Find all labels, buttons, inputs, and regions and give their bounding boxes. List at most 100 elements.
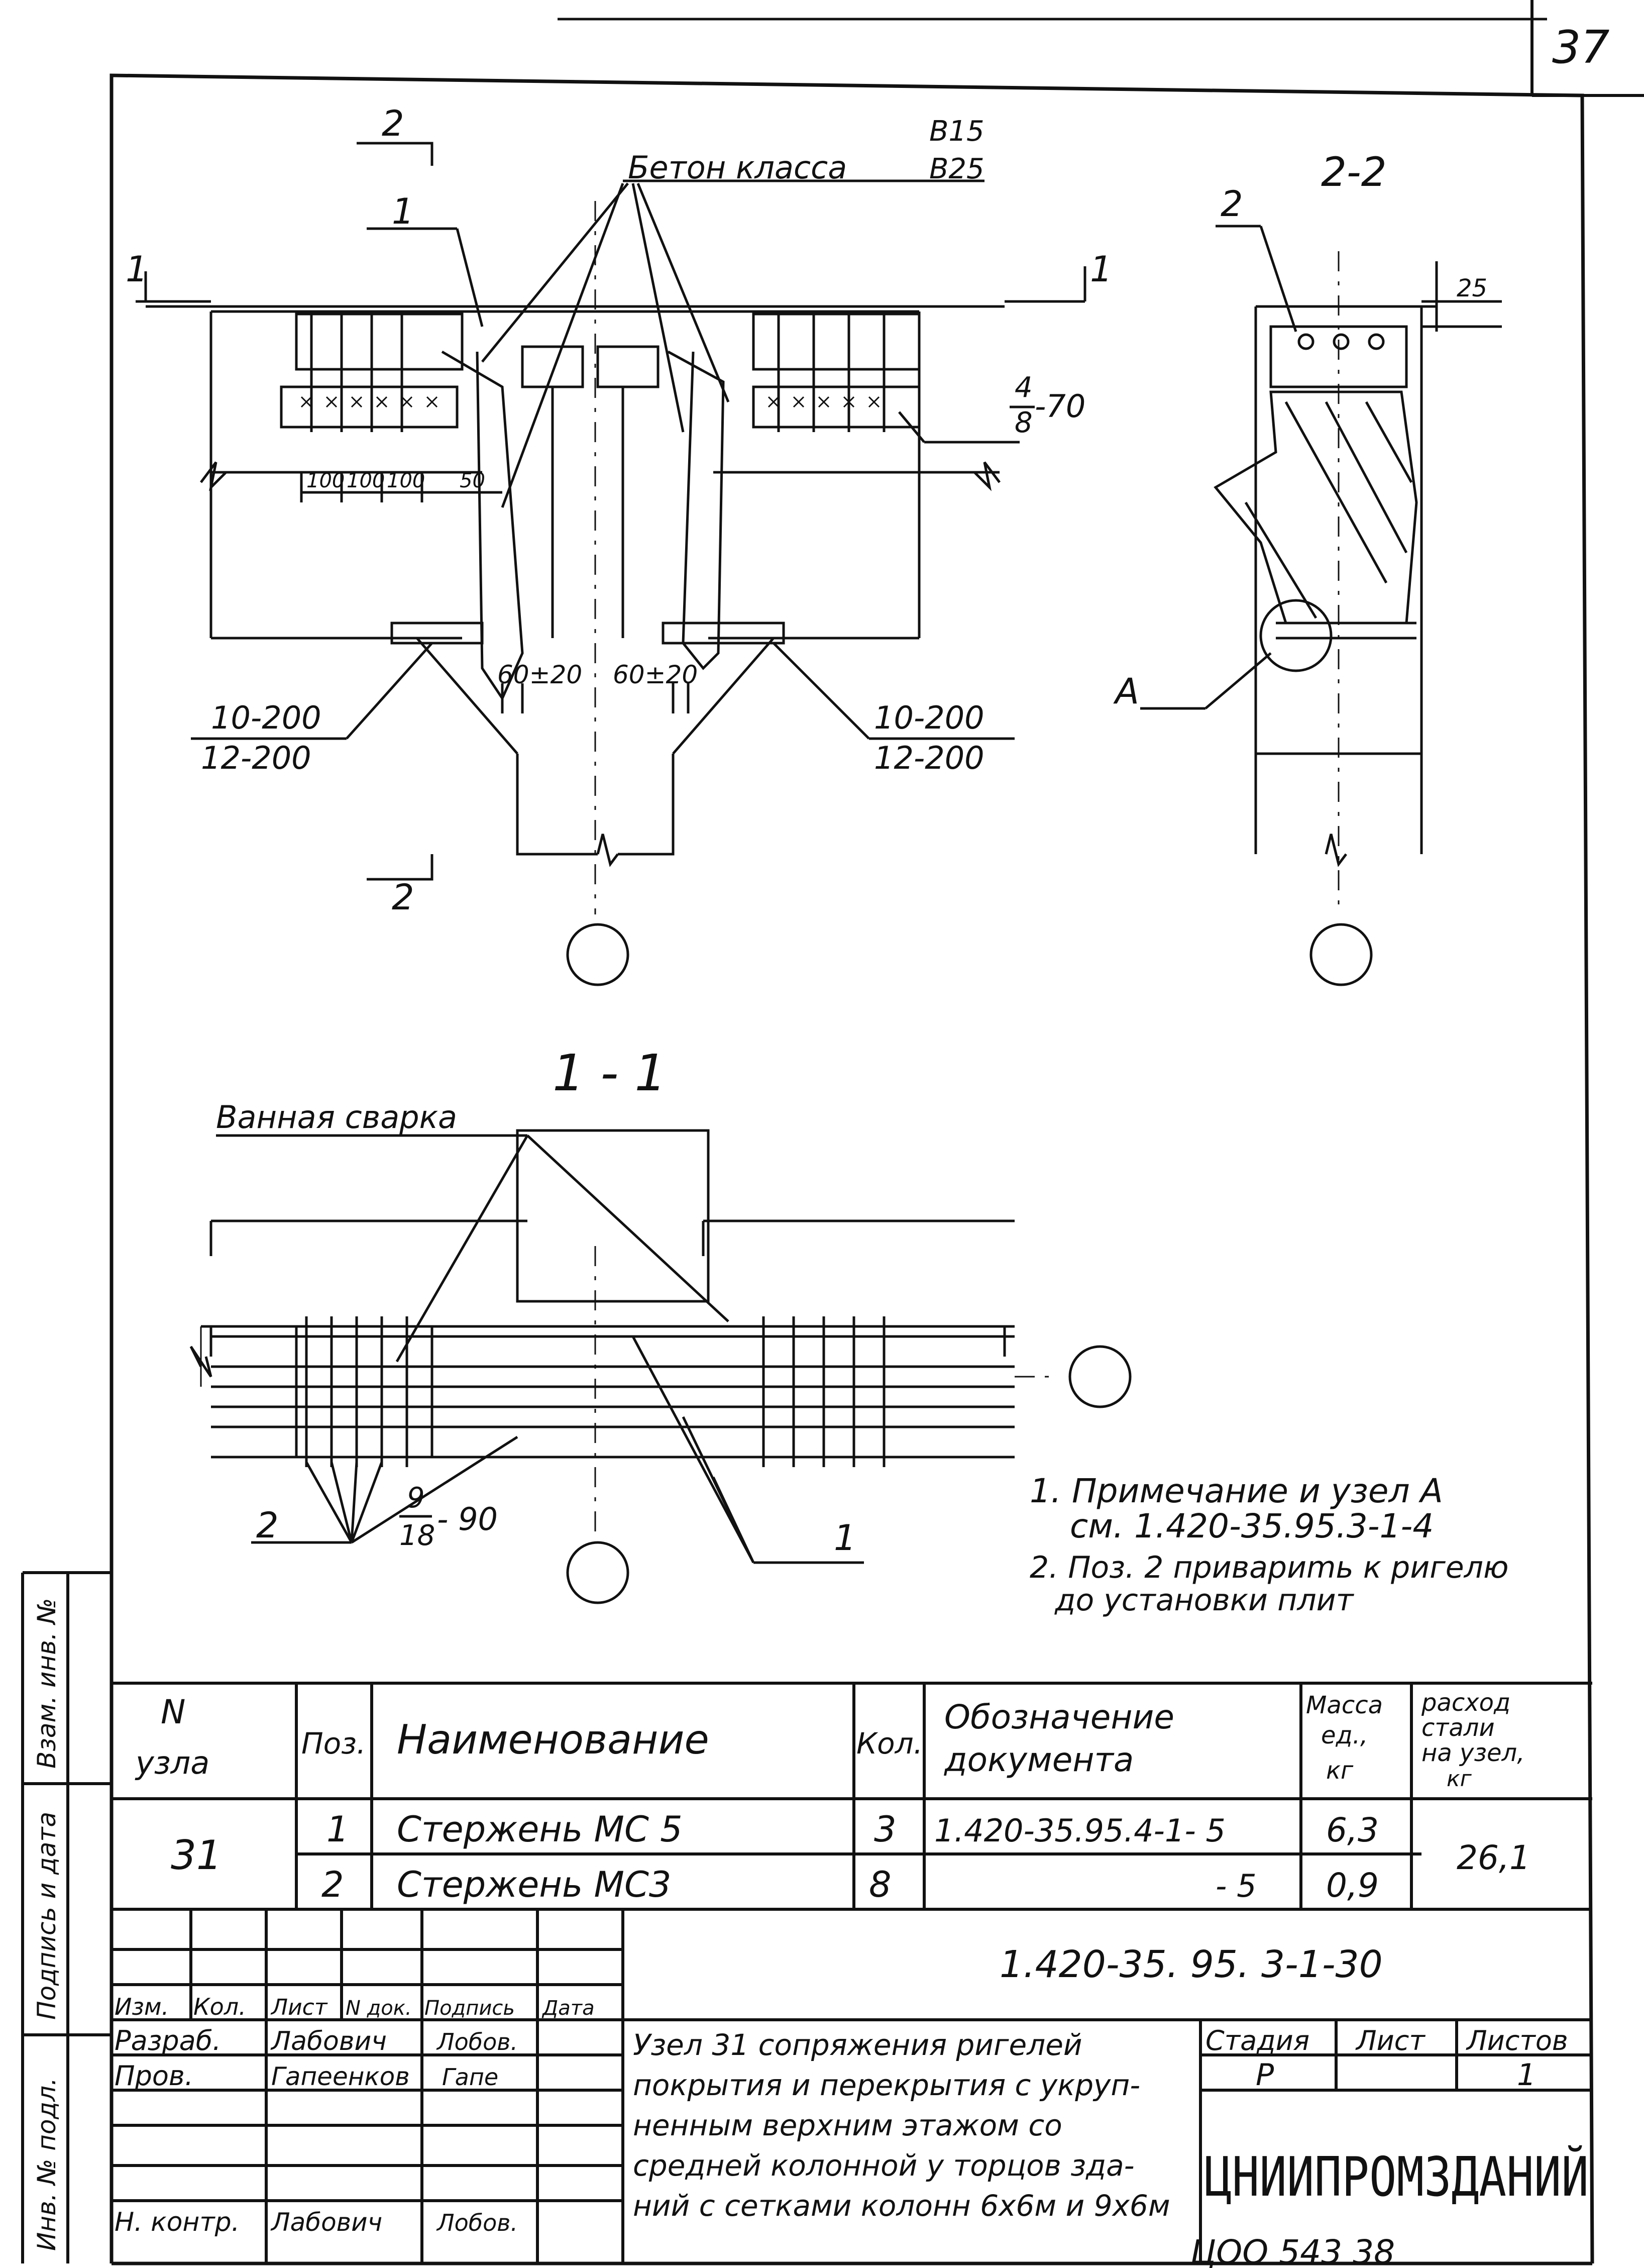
spec-table-body: 31 1 Стержень МС 5 3 1.420-35.95.4-1- 5 … (171, 1809, 1530, 1905)
section-mark-1-right: 1 (1090, 249, 1113, 290)
pos-1-label-1-1: 1 (834, 1517, 856, 1559)
th-name: Наименование (397, 1716, 709, 1763)
role-razrab: Разраб. (115, 2025, 221, 2056)
row-1-pos: 1 (326, 1809, 349, 1850)
th-qty: Кол. (856, 1726, 923, 1761)
th-pos: Поз. (301, 1726, 366, 1761)
pos-2-label-1-1: 2 (256, 1505, 279, 1546)
title-block-people: Разраб. Лабович Лобов. Пров. Гапеенков Г… (115, 2025, 518, 2237)
col-izm: Изм. (115, 1993, 169, 2020)
dim-50: 50 (460, 469, 485, 492)
sheets-label: Листов (1466, 2025, 1568, 2056)
stirrup-spacing: - 90 (437, 1501, 498, 1537)
title-line-4: средней колонной у торцов зда- (633, 2148, 1135, 2183)
spec-table-grid (112, 1682, 1592, 1911)
col-sign: Подпись (424, 1997, 515, 2020)
name-razrab: Лабович (270, 2026, 387, 2056)
side-stamp (21, 1571, 112, 2263)
title-line-2: покрытия и перекрытия с укруп- (633, 2068, 1140, 2102)
sheets-value: 1 (1517, 2057, 1536, 2093)
title-block-col-headers: Изм. Кол. Лист N док. Подпись Дата (115, 1993, 595, 2020)
title-line-3: ненным верхним этажом со (633, 2108, 1062, 2142)
section-mark-1-left: 1 (126, 249, 148, 290)
dim-100-c: 100 (387, 469, 425, 492)
rebar-right-top: 10-200 (874, 699, 984, 736)
dim-25: 25 (1457, 274, 1487, 302)
stage-value: Р (1256, 2057, 1274, 2093)
role-nkontr: Н. контр. (115, 2207, 240, 2237)
side-stamp-sign: Подпись и дата (32, 1812, 61, 2020)
col-list: Лист (270, 1995, 328, 2020)
stirrup-top: 9 (407, 1482, 425, 1514)
rebar-left-bottom: 12-200 (201, 740, 311, 776)
row-2-pos: 2 (321, 1864, 344, 1905)
stirrup-bottom: 18 (399, 1519, 435, 1552)
main-section-view (136, 142, 1086, 986)
sheet-frame (109, 0, 1644, 2265)
concrete-label: Бетон класса (628, 149, 847, 186)
sign-razrab: Лобов. (436, 2028, 518, 2055)
th-mass-2: ед., (1321, 1721, 1368, 1749)
section-mark-2-top: 2 (382, 103, 404, 144)
sign-prov: Гапе (442, 2064, 498, 2091)
col-kol: Кол. (193, 1993, 246, 2020)
mesh-label-top: 4 (1015, 371, 1033, 404)
col-date: Дата (541, 1997, 595, 2020)
th-doc-2: документа (944, 1740, 1134, 1779)
mesh-label-spacing: -70 (1035, 388, 1085, 425)
section-2-2-title: 2-2 (1321, 149, 1387, 195)
title-line-1: Узел 31 сопряжения ригелей (633, 2028, 1082, 2062)
row-2-doc: - 5 (1216, 1868, 1257, 1904)
mesh-crosses (300, 396, 880, 408)
row-1-doc: 1.420-35.95.4-1- 5 (934, 1812, 1226, 1849)
row-2-mass: 0,9 (1326, 1866, 1379, 1905)
row-1-name: Стержень МС 5 (397, 1809, 683, 1850)
node-a-label: А (1113, 671, 1139, 712)
th-steel-2: стали (1421, 1714, 1495, 1742)
welding-label: Ванная сварка (216, 1099, 457, 1136)
name-nkontr: Лабович (270, 2208, 382, 2237)
concrete-class-top: B15 (929, 115, 984, 148)
col-ndok: N док. (346, 1997, 412, 2020)
th-steel: расход (1421, 1689, 1510, 1717)
row-1-mass: 6,3 (1326, 1811, 1379, 1849)
note-line-1: 1. Примечание и узел А (1030, 1472, 1443, 1510)
row-2-qty: 8 (869, 1864, 892, 1905)
spec-table-header: N узла Поз. Наименование Кол. Обозначени… (135, 1689, 1524, 1792)
name-prov: Гапеенков (271, 2062, 410, 2091)
pos-1-label: 1 (392, 191, 414, 232)
role-prov: Пров. (115, 2060, 193, 2092)
side-stamp-inv: Инв. № подл. (32, 2078, 61, 2251)
concrete-class-bottom: B25 (929, 153, 984, 185)
section-2-2-view (1140, 225, 1502, 986)
pos-2-label-2-2: 2 (1221, 183, 1243, 225)
dim-100-a: 100 (306, 469, 345, 492)
notes-block: 1. Примечание и узел А см. 1.420-35.95.3… (1030, 1472, 1509, 1618)
note-line-3: 2. Поз. 2 привариmь к ригелю (1030, 1550, 1509, 1585)
stage-label: Стадия (1205, 2025, 1309, 2056)
th-mass: Масса (1306, 1691, 1383, 1719)
org-name: ЦНИИПРОМЗДАНИЙ (1204, 2145, 1589, 2209)
dim-60-left: 60±20 (497, 660, 582, 689)
mesh-label-bottom: 8 (1015, 406, 1033, 439)
rebar-right-bottom: 12-200 (874, 740, 984, 776)
th-steel-4: кг (1447, 1766, 1472, 1792)
sheet-label: Лист (1355, 2025, 1426, 2056)
th-doc: Обозначение (944, 1698, 1174, 1736)
sheet-number: 37 (1552, 21, 1610, 74)
dim-60-right: 60±20 (613, 660, 698, 689)
th-node: N (161, 1693, 185, 1731)
th-steel-3: на узел, (1421, 1739, 1524, 1767)
title-block-grid (112, 1909, 1592, 2263)
archive-number: ЦОО 543 38 (1190, 2233, 1395, 2268)
note-line-4: до установки плит (1054, 1583, 1355, 1618)
drawing-code: 1.420-35. 95. 3-1-30 (1000, 1943, 1383, 1986)
th-mass-3: кг (1326, 1757, 1354, 1785)
sign-nkontr: Лобов. (436, 2209, 518, 2236)
section-mark-2-bottom: 2 (392, 877, 414, 918)
title-line-5: ний с сетками колонн 6х6м и 9х6м (633, 2189, 1170, 2223)
node-number: 31 (171, 1832, 222, 1879)
row-2-name: Стержень МС3 (397, 1864, 671, 1905)
drawing-title: Узел 31 сопряжения ригелей покрытия и пе… (633, 2028, 1170, 2223)
